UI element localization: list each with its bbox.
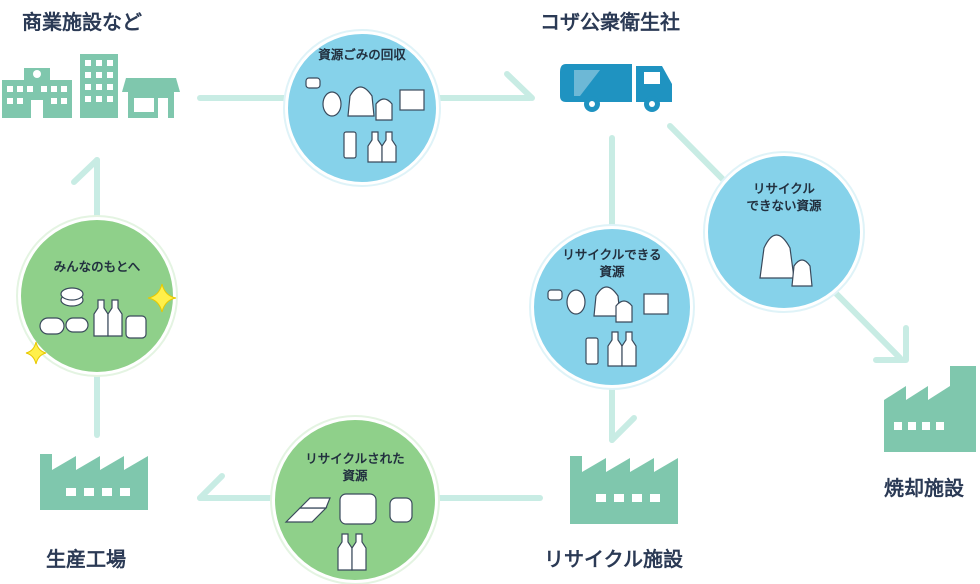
circle-label-recyclable-line2: 資源 bbox=[599, 264, 625, 279]
production-factory-icon bbox=[40, 454, 148, 510]
circle-label-recycled-line1: リサイクルされた bbox=[305, 451, 405, 466]
commercial-buildings-icon bbox=[2, 54, 180, 118]
label-factory: 生産工場 bbox=[46, 547, 126, 571]
circle-back-to-all bbox=[16, 215, 178, 377]
arrow-head-incinerator bbox=[873, 325, 909, 363]
circle-label-back-to-all: みんなのもとへ bbox=[37, 258, 157, 275]
recycled-products-icon bbox=[39, 287, 147, 339]
circle-label-nonrecyclable: リサイクル できない資源 bbox=[724, 180, 844, 214]
circle-label-recyclable: リサイクルできる 資源 bbox=[548, 246, 676, 280]
garbage-bags-icon bbox=[759, 234, 813, 287]
arrow-head-commercial bbox=[71, 157, 100, 185]
arrow-head-factory bbox=[197, 473, 225, 501]
circle-collection bbox=[283, 29, 441, 187]
circle-recyclable bbox=[529, 224, 695, 390]
circle-label-collection-text: 資源ごみの回収 bbox=[318, 47, 406, 62]
circle-label-recycled: リサイクルされた 資源 bbox=[290, 450, 420, 484]
arrow-head-recycle bbox=[609, 415, 637, 443]
label-recycle-facility: リサイクル施設 bbox=[544, 547, 683, 571]
label-kosa: コザ公衆衛生社 bbox=[540, 10, 680, 34]
circle-label-nonrecyclable-line1: リサイクル bbox=[753, 181, 815, 196]
circle-nonrecyclable bbox=[703, 151, 865, 313]
arrow-head-kosa bbox=[504, 71, 535, 101]
circle-label-collection: 資源ごみの回収 bbox=[302, 46, 422, 63]
garbage-truck-icon bbox=[560, 64, 672, 112]
recycled-items-icon bbox=[284, 493, 413, 571]
label-incinerator: 焼却施設 bbox=[884, 476, 964, 500]
recyclable-items-icon bbox=[547, 286, 669, 367]
circle-label-back-to-all-text: みんなのもとへ bbox=[53, 259, 141, 274]
sparkle-icon bbox=[147, 283, 177, 313]
circle-label-recyclable-line1: リサイクルできる bbox=[562, 247, 662, 262]
waste-items-icon bbox=[305, 77, 425, 163]
incinerator-factory-icon bbox=[884, 366, 976, 452]
recycle-factory-icon bbox=[570, 456, 678, 524]
circle-recycled bbox=[270, 415, 440, 584]
label-commercial: 商業施設など bbox=[22, 10, 142, 34]
circle-label-nonrecyclable-line2: できない資源 bbox=[746, 198, 822, 213]
circle-label-recycled-line2: 資源 bbox=[342, 468, 368, 483]
sparkle-icon bbox=[25, 341, 47, 365]
